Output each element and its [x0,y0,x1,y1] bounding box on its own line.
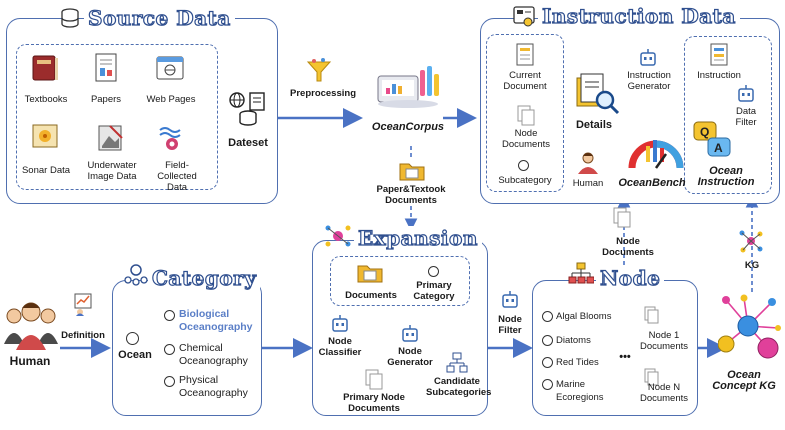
instruction-data-icon [512,4,536,33]
node1-docs-icon [644,306,660,331]
kg-label: KG [744,260,760,271]
candidate-subcategories-icon [446,352,468,379]
node-classifier-label: Node Classifier [318,336,362,358]
human-label: Human [9,354,51,368]
ocean-concept-kg-label: Ocean Concept KG [712,369,776,392]
node-generator-label: Node Generator [387,346,433,368]
underwater-image-data-label: Underwater Image Data [87,160,137,182]
instruction-output-box [684,36,772,194]
candidate-subcategories-label: Candidate Subcategories [426,376,492,398]
sonar-icon [30,122,60,157]
details-icon [575,72,621,121]
ocean-bench-gauge-icon [626,132,686,177]
documents-folder-icon [356,262,384,289]
data-filter-robot-icon [736,84,756,109]
underwater-image-icon [96,122,126,159]
subcategory-circle [518,158,529,176]
instruction-generator-label: Instruction Generator [627,70,671,92]
database-icon [58,6,82,30]
ocean-label: Ocean [118,349,152,361]
papers-label: Papers [90,94,122,105]
primary-category-label: Primary Category [413,280,455,302]
node-generator-robot-icon [400,324,420,349]
node-filter-label: Node Filter [498,314,522,336]
node-documents-label: Node Documents [501,128,551,150]
instruction-label: Instruction [697,70,741,81]
primary-node-documents-label: Primary Node Documents [343,392,405,414]
svg-text:A: A [714,141,723,155]
node-ellipsis: ••• [619,351,631,363]
definition-label: Definition [61,330,105,341]
node-filter-robot-icon [500,290,520,315]
current-document-icon [514,42,536,73]
expansion-inputs-box [330,256,470,306]
documents-label: Documents [345,290,397,301]
nodeN-docs-icon [644,368,660,393]
node-documents-icon [516,104,536,133]
node-classifier-robot-icon [330,314,350,339]
instruction-generator-robot-icon [638,48,658,73]
ocean-instruction-label: Ocean Instruction [697,165,755,188]
textbooks-label: Textbooks [24,94,68,105]
ocean-circle [126,332,139,350]
node-docs-up-icon [612,206,632,235]
definition-icon [72,292,96,321]
instruction-doc-icon [708,42,730,73]
ocean-corpus-label: OceanCorpus [371,121,445,133]
expansion-icon [324,222,352,255]
papers-icon [92,52,120,89]
details-label: Details [575,119,613,131]
folder-icon [398,160,426,187]
kg-small-icon [738,228,764,259]
category-title: Category [148,265,261,291]
human-group-icon [2,300,60,357]
svg-text:Q: Q [700,125,709,139]
node-title: Node [596,265,665,291]
primary-category-circle [428,264,439,282]
field-collected-icon [157,122,187,159]
node-tree-icon [568,262,595,291]
category-icon [124,262,148,291]
node1-documents-label: Node 1 Documents [639,330,689,352]
nodeN-documents-label: Node N Documents [639,382,689,404]
sonar-data-label: Sonar Data [21,165,71,176]
node-panel [532,280,698,416]
instruction-data-title: Instruction Data [538,3,740,29]
expansion-title: Expansion [354,225,482,251]
instruction-inputs-box [486,34,564,192]
textbooks-icon [30,52,60,89]
dataset-label: Dateset [228,137,268,149]
ocean-bench-label: OceanBench [618,177,686,189]
ocean-concept-kg-graph [717,292,784,369]
node-documents-up-label: Node Documents [602,236,654,258]
source-data-panel [6,18,278,204]
filter-funnel-icon [306,58,332,89]
subcategory-label: Subcategory [498,175,552,186]
paper-textbook-documents-label: Paper&Textook Documents [376,184,446,206]
web-pages-label: Web Pages [146,94,196,105]
dataset-icon [228,90,268,131]
web-pages-icon [155,54,185,89]
preprocessing-label: Preprocessing [290,88,356,99]
primary-node-documents-icon [364,368,384,397]
field-collected-data-label: Field-Collected Data [157,160,197,193]
current-document-label: Current Document [503,70,547,92]
source-items-box [16,44,218,190]
category-panel [112,280,262,416]
data-filter-label: Data Filter [735,106,757,128]
ocean-corpus-icon [372,62,444,115]
source-data-title: Source Data [84,5,235,31]
human-small-label: Human [572,178,604,189]
human-small-icon [576,152,600,179]
